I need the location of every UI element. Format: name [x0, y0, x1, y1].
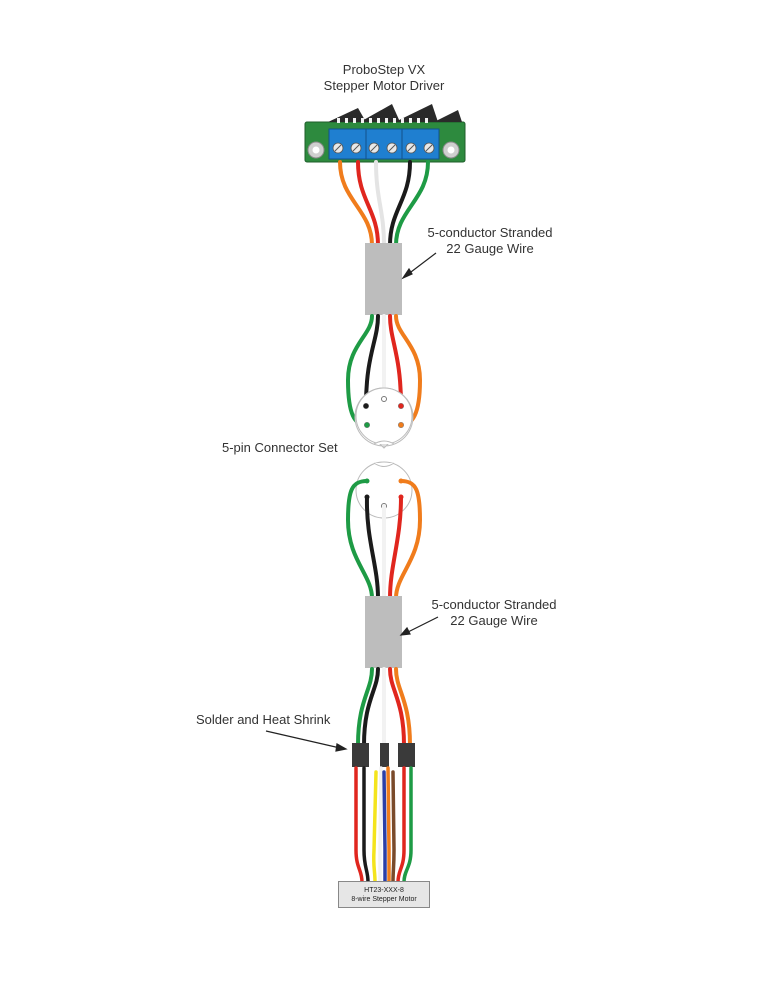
lead-green [402, 766, 413, 884]
lead-orange [386, 766, 391, 884]
connector-label: 5-pin Connector Set [222, 440, 338, 455]
lead-red-2 [396, 766, 406, 884]
wire-green-splice [356, 667, 374, 747]
heat-shrink-set [352, 743, 415, 767]
lead-white [378, 766, 383, 884]
cable-top-line1: 5-conductor Stranded [427, 225, 553, 240]
wire-orange-splice [394, 667, 412, 747]
wire-black-mid [364, 314, 380, 407]
wire-orange-top [338, 160, 374, 247]
solder-label: Solder and Heat Shrink [196, 712, 331, 727]
motor-label-box: HT23-XXX-8 8-wire Stepper Motor [338, 881, 430, 908]
connector-to-sleeve-wires [345, 479, 423, 600]
motor-leads [354, 766, 413, 884]
heat-shrink-center [380, 743, 389, 767]
wire-red-top [356, 160, 380, 247]
wire-red-lower [388, 495, 403, 600]
cable-bottom-label: 5-conductor Stranded 22 Gauge Wire [424, 597, 564, 629]
cable-sleeve-top [365, 243, 402, 315]
connector-female [354, 387, 414, 449]
wire-red-splice [388, 667, 406, 747]
wire-black-top [388, 160, 412, 247]
wire-green-top [394, 160, 430, 247]
wire-red-mid [388, 314, 403, 407]
driver-title-line1: ProboStep VX [342, 62, 426, 77]
callout-arrows [265, 252, 439, 752]
driver-board [304, 104, 466, 163]
motor-description: 8-wire Stepper Motor [351, 896, 417, 903]
lead-red-1 [354, 766, 364, 884]
lead-brown [391, 770, 396, 884]
heat-shrink-left [352, 743, 369, 767]
heat-shrink-right [398, 743, 415, 767]
wire-black-splice [362, 667, 380, 747]
wire-white-top [374, 160, 386, 247]
cable-bottom-line2: 22 Gauge Wire [450, 613, 538, 628]
cable-bottom-line1: 5-conductor Stranded [431, 597, 557, 612]
cable-top-line2: 22 Gauge Wire [446, 241, 534, 256]
lead-blue [382, 770, 387, 884]
motor-model: HT23-XXX-8 [364, 887, 404, 894]
cable-top-label: 5-conductor Stranded 22 Gauge Wire [420, 225, 560, 257]
driver-title: ProboStep VX Stepper Motor Driver [318, 62, 450, 94]
driver-wires [338, 160, 430, 247]
lead-black [362, 766, 370, 884]
sleeve-to-splice-wires [356, 667, 412, 747]
wire-black-lower [364, 495, 380, 600]
wire-orange-lower [394, 479, 423, 600]
cable-sleeve-bottom [365, 596, 402, 668]
lead-yellow [371, 770, 378, 884]
wire-green-lower [345, 479, 374, 600]
driver-title-line2: Stepper Motor Driver [323, 78, 445, 93]
